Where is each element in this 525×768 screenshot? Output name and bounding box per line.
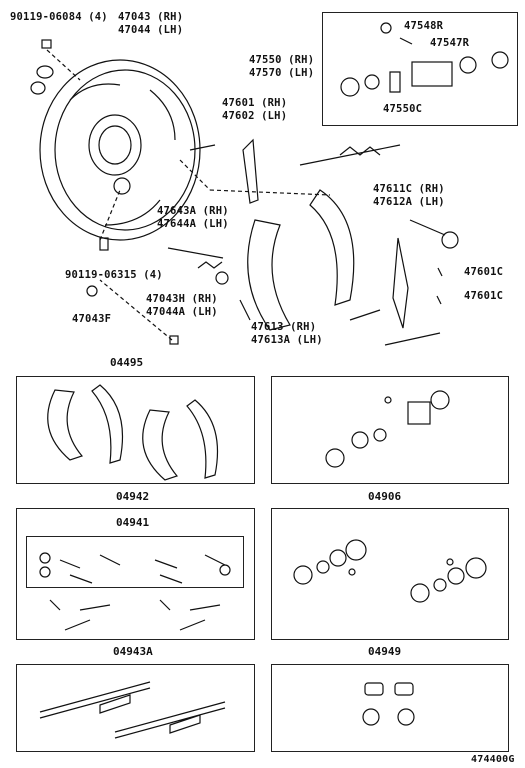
label-backing-rh: 47043 (RH) — [118, 11, 184, 23]
kit-box-04941 — [26, 536, 244, 588]
label-lever-lh: 47602 (LH) — [222, 110, 288, 122]
label-plug: 47043F — [72, 313, 112, 325]
kit-box-04943a — [16, 664, 255, 752]
label-clip-a: 47601C — [464, 266, 504, 278]
wheel-cylinder-inset — [322, 12, 518, 126]
label-backing-lh: 47044 (LH) — [118, 24, 184, 36]
kit-label-04943a: 04943A — [113, 645, 153, 658]
label-spring-lh: 47613A (LH) — [251, 334, 323, 346]
label-bolt-main: 90119-06084 (4) — [10, 11, 108, 23]
label-lever-rh: 47601 (RH) — [222, 97, 288, 109]
kit-box-04906 — [271, 508, 509, 640]
kit-label-04495: 04495 — [110, 356, 144, 369]
label-cyl-548r: 47548R — [404, 20, 444, 32]
label-strut-lh: 47644A (LH) — [157, 218, 229, 230]
label-cyl-550c: 47550C — [383, 103, 423, 115]
kit-label-04942: 04942 — [116, 490, 150, 503]
kit-label-04949: 04949 — [368, 645, 402, 658]
kit-label-04941: 04941 — [116, 516, 150, 529]
kit-label-04906: 04906 — [368, 490, 402, 503]
label-pin-lh: 47612A (LH) — [373, 196, 445, 208]
kit-box-04495 — [16, 376, 255, 484]
label-clip-b: 47601C — [464, 290, 504, 302]
label-pin-rh: 47611C (RH) — [373, 183, 445, 195]
label-strut-rh: 47643A (RH) — [157, 205, 229, 217]
label-cyl-lh: 47570 (LH) — [249, 67, 315, 79]
label-cyl-rh: 47550 (RH) — [249, 54, 315, 66]
kit-box-04906-top — [271, 376, 509, 484]
figure-id: 474400G — [471, 754, 515, 765]
label-spring-rh: 47613 (RH) — [251, 321, 317, 333]
label-adj-lh: 47044A (LH) — [146, 306, 218, 318]
label-bolt-315: 90119-06315 (4) — [65, 269, 163, 281]
kit-box-04942 — [16, 508, 255, 640]
label-adj-rh: 47043H (RH) — [146, 293, 218, 305]
kit-box-04949 — [271, 664, 509, 752]
label-cyl-547r: 47547R — [430, 37, 470, 49]
